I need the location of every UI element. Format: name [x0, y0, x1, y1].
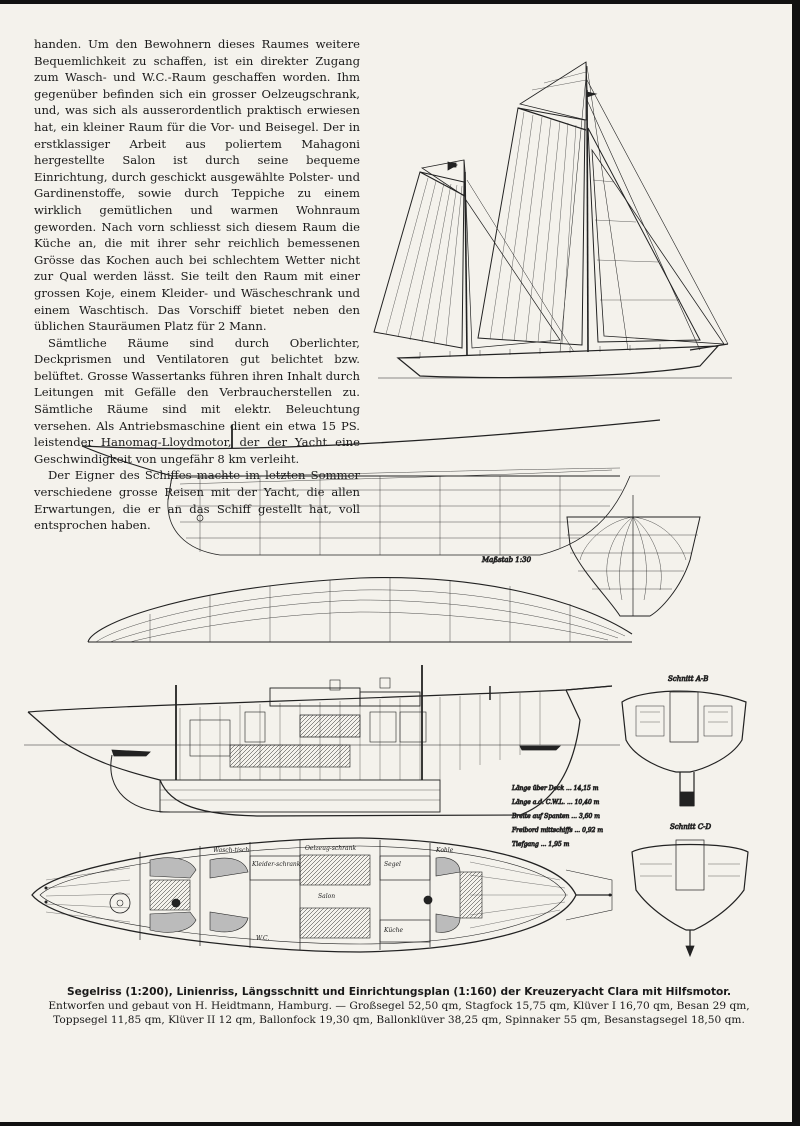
page-edge-right [792, 0, 800, 1126]
spec-line: Freibord mittschiffs ... 0,92 m [511, 827, 603, 834]
spec-line: Länge a.d. C.W.L. ... 10,40 m [511, 799, 600, 806]
page-edge-bottom [0, 1122, 800, 1126]
figure-caption: Segelriss (1:200), Linienriss, Längsschn… [34, 985, 764, 1027]
accommodation-plan [31, 837, 613, 953]
cabin-label: W.C. [256, 935, 269, 942]
cabin-label: Segel [384, 861, 401, 868]
spec-line: Breite auf Spanten ... 3,60 m [511, 813, 600, 820]
cross-section-a [621, 690, 747, 807]
article-paragraph: handen. Um den Bewohnern dieses Raumes w… [34, 37, 360, 334]
article-paragraph: Sämtliche Räume sind durch Oberlichter, … [34, 335, 360, 466]
scale-note: Maßstab 1:30 [481, 556, 532, 564]
cabin-labels: Kleider-schrank Wasch-tisch Oelzeug-schr… [213, 845, 454, 942]
caption-line: Toppsegel 11,85 qm, Klüver II 12 qm, Bal… [53, 1014, 745, 1026]
cabin-label: Wasch-tisch [213, 847, 249, 854]
cabin-label: Oelzeug-schrank [305, 845, 356, 852]
cabin-label: Kohle [435, 847, 454, 854]
lines-plan-body-sections [566, 495, 701, 617]
cabin-label: Kleider-schrank [251, 861, 301, 868]
sail-plan [373, 61, 732, 379]
article-paragraph: Der Eigner des Schiffes machte im letzte… [34, 468, 360, 533]
lines-plan-profile [81, 419, 661, 556]
cabin-label: Salon [318, 893, 335, 900]
cabin-label: Küche [383, 927, 403, 934]
cross-section-b [631, 839, 749, 958]
spec-line: Länge über Deck ... 14,15 m [511, 785, 599, 792]
spec-line: Tiefgang ... 1,95 m [512, 841, 570, 848]
page-edge-top [0, 0, 800, 4]
caption-line: Entworfen und gebaut von H. Heidtmann, H… [48, 1000, 750, 1012]
spec-list: Länge über Deck ... 14,15 m Länge a.d. C… [511, 785, 604, 849]
article-text: handen. Um den Bewohnern dieses Raumes w… [34, 36, 360, 534]
lines-plan-half-breadth [87, 577, 633, 643]
longitudinal-section [24, 665, 620, 817]
section-b-label: Schnitt C-D [670, 823, 712, 831]
caption-title: Segelriss (1:200), Linienriss, Längsschn… [66, 986, 732, 998]
section-a-label: Schnitt A-B [668, 675, 708, 683]
